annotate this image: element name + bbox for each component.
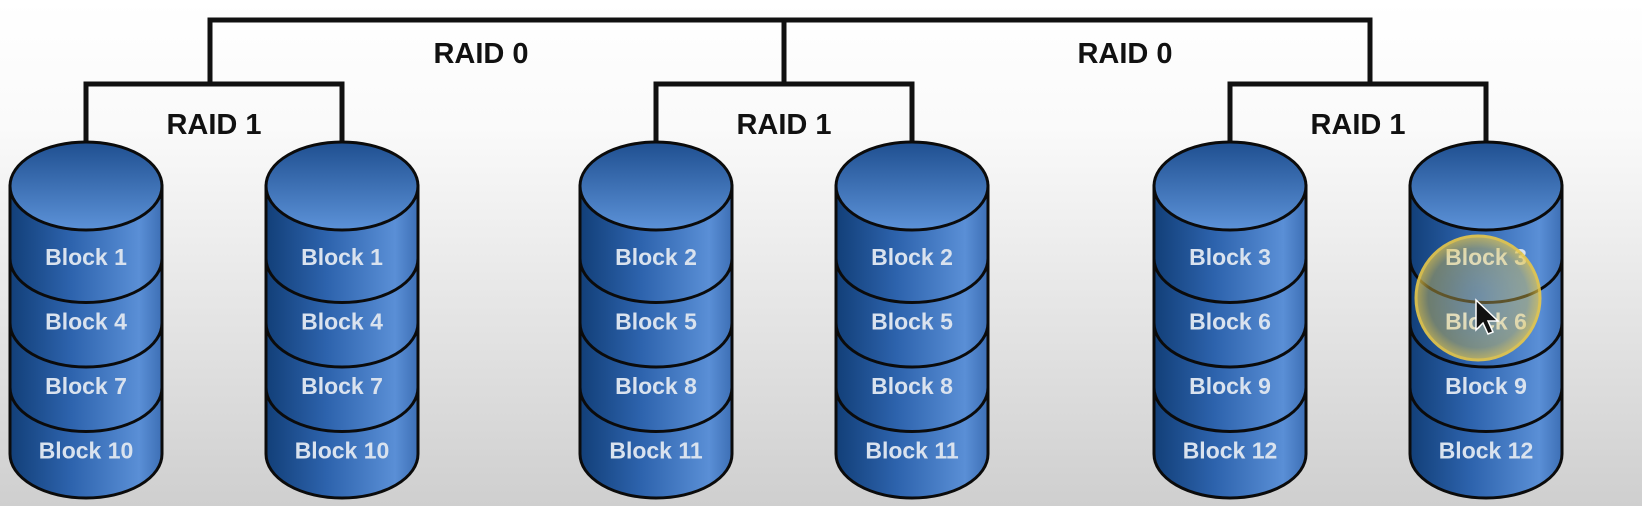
block-label: Block 3 bbox=[1189, 244, 1271, 270]
block-label: Block 10 bbox=[39, 438, 134, 464]
block-label: Block 8 bbox=[871, 373, 953, 399]
block-label: Block 10 bbox=[295, 438, 390, 464]
raid-1-bracket bbox=[653, 81, 915, 147]
block-label: Block 1 bbox=[301, 244, 383, 270]
disk-band-separator bbox=[1152, 322, 1308, 369]
block-label: Block 6 bbox=[1189, 309, 1271, 335]
block-label: Block 2 bbox=[615, 244, 697, 270]
disk-band-separator bbox=[1152, 387, 1308, 433]
block-label: Block 11 bbox=[609, 438, 703, 464]
disk-band-separator bbox=[8, 322, 164, 369]
raid-1-label: RAID 1 bbox=[1310, 109, 1405, 141]
disk: Block 1 Block 4 Block 7 Block 10 bbox=[8, 140, 164, 500]
disk-band-separator bbox=[1408, 322, 1564, 369]
raid-1-bracket bbox=[83, 81, 345, 147]
disk-band-separator bbox=[578, 387, 734, 433]
block-label: Block 9 bbox=[1445, 373, 1527, 399]
block-label: Block 8 bbox=[615, 373, 697, 399]
disk-top bbox=[8, 140, 164, 232]
cursor-overlay bbox=[1414, 234, 1542, 362]
block-label: Block 12 bbox=[1439, 438, 1534, 464]
disk-band-separator bbox=[8, 387, 164, 433]
block-label: Block 9 bbox=[1189, 373, 1271, 399]
disk-band-separator bbox=[578, 258, 734, 304]
disk-band-separator bbox=[834, 387, 990, 433]
disk-top bbox=[1152, 140, 1308, 232]
raid-1-label: RAID 1 bbox=[736, 109, 831, 141]
disk: Block 2 Block 5 Block 8 Block 11 bbox=[834, 140, 990, 500]
cursor-highlight bbox=[1414, 234, 1542, 362]
disk-band-separator bbox=[1408, 387, 1564, 433]
disk-band-separator bbox=[264, 387, 420, 433]
block-label: Block 2 bbox=[871, 244, 953, 270]
disk-body bbox=[1152, 184, 1308, 500]
disk-band-separator bbox=[834, 322, 990, 369]
disk-band-separator bbox=[1152, 258, 1308, 304]
disk-band-separator bbox=[264, 258, 420, 304]
disk-top bbox=[578, 140, 734, 232]
disk: Block 2 Block 5 Block 8 Block 11 bbox=[578, 140, 734, 500]
raid-0-label: RAID 0 bbox=[433, 38, 528, 70]
disk-band-separator bbox=[834, 258, 990, 304]
block-label: Block 4 bbox=[301, 309, 383, 335]
disk-body bbox=[834, 184, 990, 500]
block-label: Block 5 bbox=[615, 309, 697, 335]
block-label: Block 4 bbox=[45, 309, 127, 335]
raid-1-bracket bbox=[1227, 81, 1489, 147]
disk-body bbox=[578, 184, 734, 500]
disk-band-separator bbox=[578, 322, 734, 369]
disk-top bbox=[264, 140, 420, 232]
block-label: Block 5 bbox=[871, 309, 953, 335]
disk-body bbox=[264, 184, 420, 500]
raid-0-bracket bbox=[207, 17, 1373, 87]
raid-1-label: RAID 1 bbox=[166, 109, 261, 141]
raid-labels: RAID 0 RAID 0 RAID 1 RAID 1 RAID 1 bbox=[166, 38, 1405, 141]
block-label: Block 7 bbox=[301, 373, 383, 399]
connector-lines bbox=[83, 17, 1489, 147]
disk-band-separator bbox=[264, 322, 420, 369]
block-label: Block 12 bbox=[1183, 438, 1278, 464]
disk-band-separator bbox=[8, 258, 164, 304]
block-label: Block 7 bbox=[45, 373, 127, 399]
mouse-pointer-icon bbox=[1475, 298, 1500, 335]
disk: Block 1 Block 4 Block 7 Block 10 bbox=[264, 140, 420, 500]
disk: Block 3 Block 6 Block 9 Block 12 bbox=[1152, 140, 1308, 500]
block-label: Block 11 bbox=[865, 438, 959, 464]
disk-top bbox=[1408, 140, 1564, 232]
disk-top bbox=[834, 140, 990, 232]
disk-body bbox=[8, 184, 164, 500]
block-label: Block 1 bbox=[45, 244, 127, 270]
raid-0-label: RAID 0 bbox=[1077, 38, 1172, 70]
